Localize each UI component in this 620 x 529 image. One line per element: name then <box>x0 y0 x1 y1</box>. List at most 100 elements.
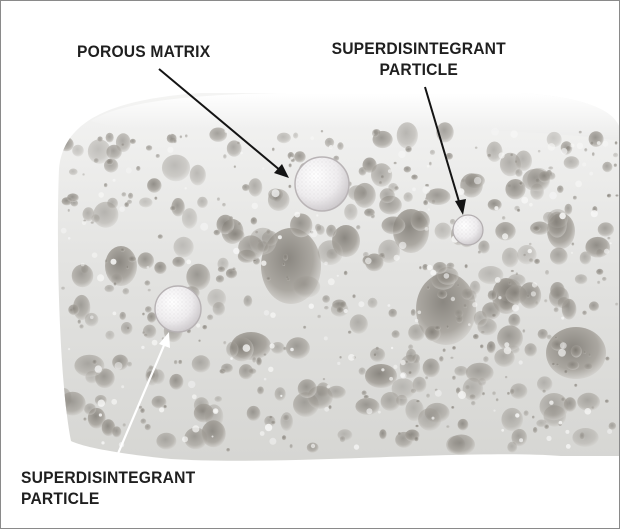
pore <box>82 221 86 225</box>
pore <box>589 301 599 311</box>
pore <box>559 213 566 220</box>
pore <box>324 262 328 266</box>
pore <box>493 410 495 412</box>
pore <box>248 178 262 196</box>
pore <box>507 392 510 395</box>
pore <box>172 257 185 267</box>
pore <box>321 130 324 133</box>
pore <box>88 139 111 163</box>
pore <box>170 206 176 211</box>
pore <box>501 429 504 432</box>
pore <box>328 278 335 285</box>
pore <box>120 312 127 320</box>
pore <box>174 360 178 364</box>
pore <box>539 171 551 182</box>
pore <box>202 325 207 330</box>
pore <box>278 235 282 239</box>
pore <box>213 302 225 316</box>
pore <box>223 154 227 159</box>
pore <box>401 373 406 378</box>
pore <box>550 248 568 265</box>
particle-right-small <box>453 215 483 245</box>
pore <box>348 354 355 361</box>
pore <box>574 384 577 387</box>
pore <box>143 325 156 339</box>
pore <box>138 252 154 269</box>
pore <box>95 365 102 372</box>
pore <box>232 267 236 271</box>
pore <box>366 408 372 414</box>
pore <box>81 263 85 267</box>
pore <box>607 429 612 434</box>
pore <box>115 362 123 370</box>
pore <box>265 424 272 431</box>
pore <box>602 277 607 281</box>
pore <box>105 259 108 263</box>
pore <box>557 186 564 194</box>
pore <box>473 334 479 339</box>
pore <box>414 437 418 442</box>
pore <box>542 390 546 393</box>
pore <box>113 179 116 182</box>
pore <box>234 165 236 168</box>
pore <box>68 237 71 240</box>
pore <box>528 249 532 253</box>
label-porous-matrix-text: POROUS MATRIX <box>77 41 210 62</box>
pore <box>186 264 210 290</box>
pore <box>145 280 151 285</box>
pore <box>329 145 333 149</box>
pore <box>340 436 346 442</box>
pore <box>215 396 223 402</box>
pore <box>162 155 190 182</box>
pore <box>350 314 368 333</box>
pore <box>552 363 555 366</box>
pore <box>92 252 98 258</box>
pore <box>422 186 430 194</box>
pore <box>106 133 114 143</box>
pore <box>84 403 96 414</box>
pore <box>128 193 133 199</box>
pore <box>316 214 318 216</box>
pore <box>327 386 346 399</box>
pore <box>392 330 400 338</box>
pore <box>565 430 569 434</box>
pore <box>598 222 614 236</box>
label-superdisintegrant-bottom-line2: PARTICLE <box>21 488 195 509</box>
particle-top-center <box>295 157 349 211</box>
pore <box>451 406 454 409</box>
pore <box>356 225 360 230</box>
pore <box>230 357 233 360</box>
pore <box>233 248 239 254</box>
pore <box>415 425 418 428</box>
pore <box>280 395 282 397</box>
pore <box>270 312 276 318</box>
pore <box>492 314 496 318</box>
pore <box>531 291 536 296</box>
pore <box>523 329 526 333</box>
pore <box>597 281 600 284</box>
pore <box>277 133 291 144</box>
pore <box>324 306 329 310</box>
pore <box>290 214 312 238</box>
pore <box>567 361 580 370</box>
pore <box>504 347 512 355</box>
pore <box>427 286 430 289</box>
pore <box>97 274 104 281</box>
pore <box>457 284 460 287</box>
label-porous-matrix: POROUS MATRIX <box>77 41 210 62</box>
pore <box>437 290 447 299</box>
pore <box>589 131 604 147</box>
pore <box>257 387 264 395</box>
pore <box>197 197 208 208</box>
pore <box>434 326 440 331</box>
pore <box>82 173 85 176</box>
pore <box>483 356 489 362</box>
pore <box>365 364 397 388</box>
pore <box>267 277 271 280</box>
pore <box>378 411 381 414</box>
pore <box>461 289 472 300</box>
pore <box>111 259 117 265</box>
pore <box>94 158 99 163</box>
